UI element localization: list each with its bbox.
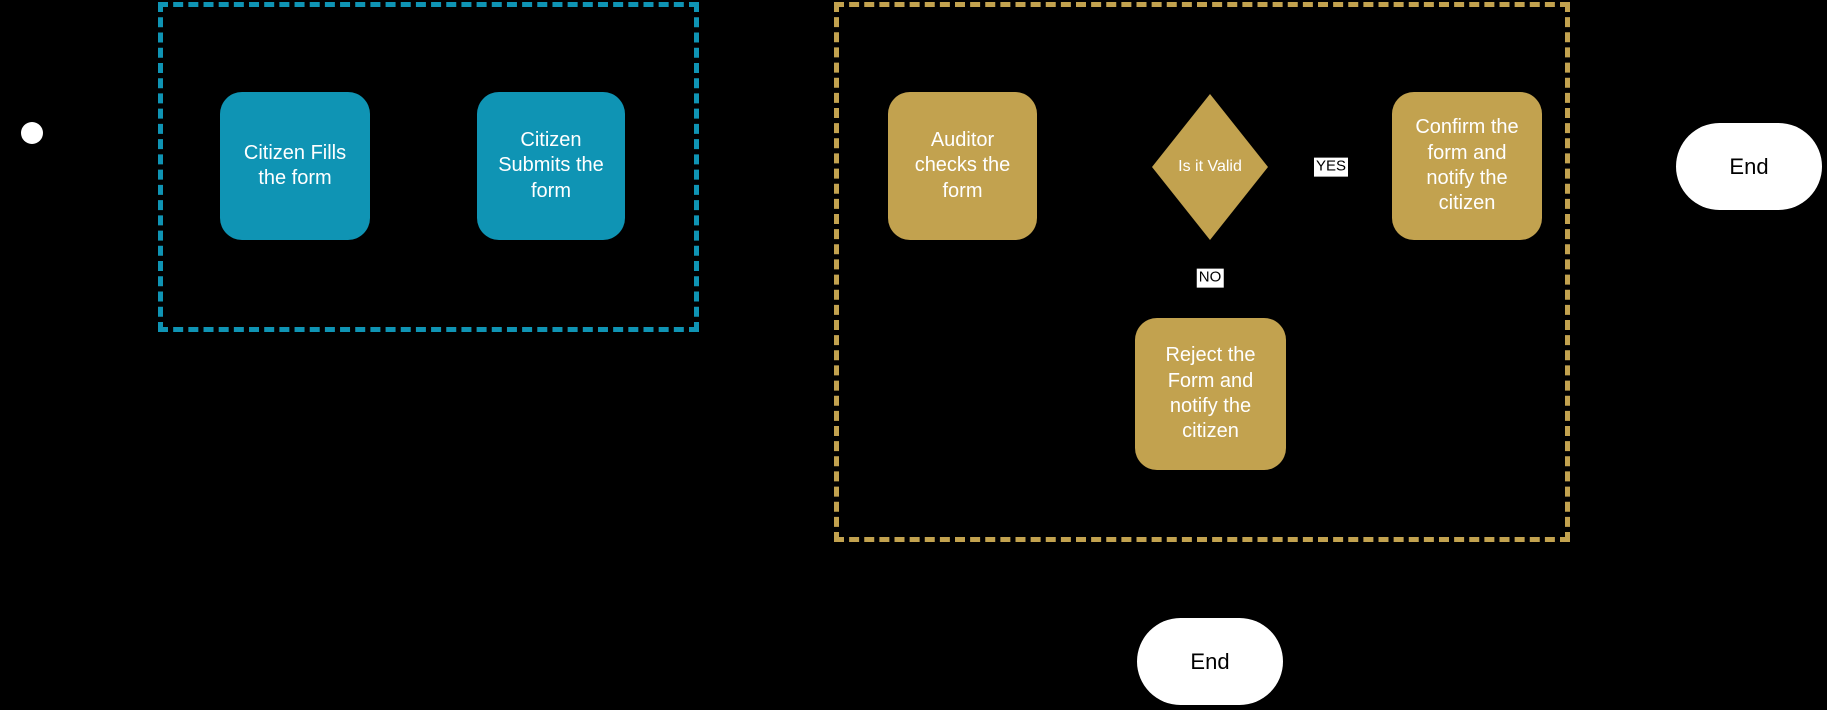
end-node-right: End <box>1676 123 1822 210</box>
node-citizen-submits-form: Citizen Submits the form <box>477 92 625 240</box>
branch-label-yes: YES <box>1313 157 1349 177</box>
node-label: Confirm the form and notify the citizen <box>1415 116 1519 215</box>
node-label: Reject the Form and notify the citizen <box>1165 344 1256 443</box>
node-label: Citizen Fills the form <box>243 141 347 189</box>
node-label: Auditor checks the form <box>914 128 1011 202</box>
branch-label-no: NO <box>1196 268 1224 288</box>
end-label: End <box>1729 153 1769 179</box>
auditor-lane <box>834 2 1570 542</box>
node-reject-form: Reject the Form and notify the citizen <box>1135 318 1286 470</box>
end-label: End <box>1190 648 1230 674</box>
decision-label: Is it Valid <box>1178 158 1242 175</box>
citizen-lane <box>158 2 699 332</box>
end-node-bottom: End <box>1137 618 1283 705</box>
node-citizen-fills-form: Citizen Fills the form <box>220 92 370 240</box>
node-auditor-checks-form: Auditor checks the form <box>888 92 1037 240</box>
node-confirm-form: Confirm the form and notify the citizen <box>1392 92 1542 240</box>
node-label: Citizen Submits the form <box>498 128 604 202</box>
start-node <box>21 122 43 144</box>
